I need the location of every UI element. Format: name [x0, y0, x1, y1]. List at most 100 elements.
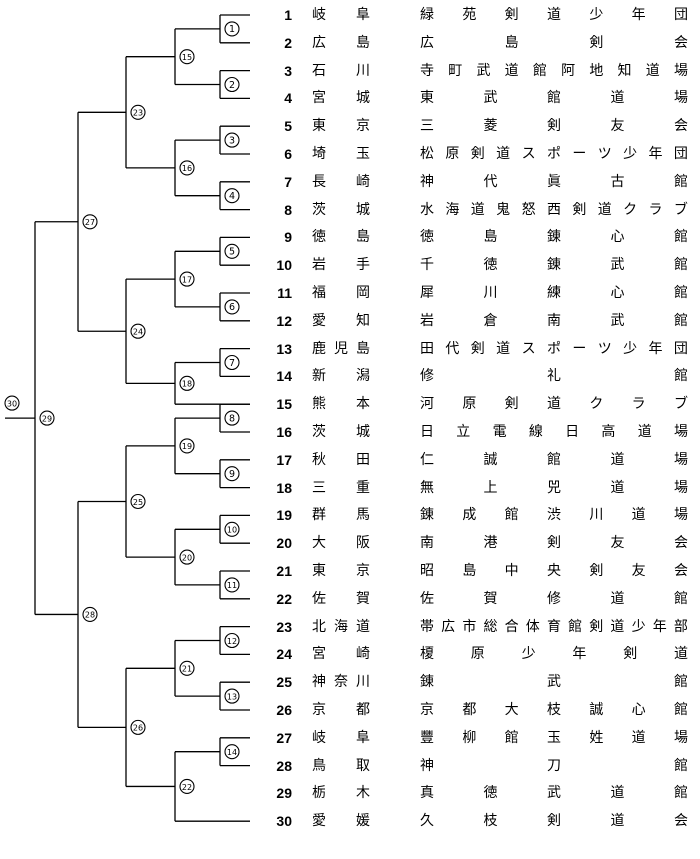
- entry-club: 南港剣友会: [420, 535, 688, 552]
- match-number: 15: [182, 53, 192, 62]
- entry-prefecture: 埼玉: [312, 146, 370, 162]
- entry-number: 28: [276, 757, 292, 774]
- entry-club: 帯広市総合体育館剣道少年部: [420, 618, 688, 635]
- match-number-badge: 8: [224, 410, 240, 426]
- entry-prefecture: 京都: [312, 702, 370, 718]
- entry-number: 2: [284, 34, 292, 51]
- match-number-badge: 3: [224, 132, 240, 148]
- entry-club: 千徳錬武館: [420, 257, 688, 274]
- entry-club: 寺町武道館阿地知道場: [420, 62, 688, 79]
- entry-club: 徳島錬心館: [420, 229, 688, 246]
- match-number: 1: [229, 24, 235, 35]
- entry-prefecture: 宮城: [312, 90, 370, 107]
- entry-club: 岩倉南武館: [420, 312, 688, 329]
- entry-club: 錬成館渋川道場: [420, 507, 688, 524]
- entry-number: 22: [276, 590, 292, 607]
- entry-number: 29: [276, 785, 292, 802]
- entry-number: 5: [284, 118, 292, 135]
- entry-row: 13 鹿児島 田代剣道スポーツ少年団: [0, 337, 700, 361]
- entry-prefecture: 岐阜: [312, 7, 370, 23]
- match-number: 24: [133, 328, 143, 337]
- entry-club: 水海道鬼怒西剣道クラブ: [420, 201, 688, 218]
- match-number: 27: [85, 218, 95, 227]
- entry-prefecture: 鹿児島: [312, 340, 370, 357]
- entry-club: 松原剣道スポーツ少年団: [420, 146, 688, 162]
- match-number-badge: 28: [82, 606, 98, 622]
- entry-club: 修礼館: [420, 368, 688, 385]
- match-number-badge: 6: [224, 299, 240, 315]
- entry-club: 久枝剣道会: [420, 813, 688, 830]
- match-number: 10: [227, 526, 237, 535]
- entry-club: 京都大枝誠心館: [420, 702, 688, 718]
- entry-number: 8: [284, 201, 292, 218]
- entry-number: 1: [284, 7, 292, 23]
- entry-number: 16: [276, 424, 292, 440]
- match-number: 14: [227, 748, 237, 757]
- match-number-badge: 19: [179, 438, 195, 454]
- entry-prefecture: 岩手: [312, 257, 370, 274]
- entry-prefecture: 福岡: [312, 285, 370, 301]
- entry-prefecture: 愛媛: [312, 813, 370, 830]
- match-number: 21: [182, 665, 192, 674]
- match-number: 25: [133, 498, 143, 507]
- entry-number: 30: [276, 813, 292, 830]
- entry-number: 24: [276, 646, 292, 663]
- entry-club: 犀川練心館: [420, 285, 688, 301]
- entry-club: 広島剣会: [420, 34, 688, 51]
- match-number: 5: [229, 247, 235, 258]
- match-number: 2: [229, 80, 235, 91]
- match-number: 9: [229, 469, 235, 480]
- match-number-badge: 11: [224, 577, 240, 593]
- match-number-badge: 5: [224, 243, 240, 259]
- entry-prefecture: 鳥取: [312, 757, 370, 774]
- entry-row: 30 愛媛 久枝剣道会: [0, 809, 700, 833]
- entry-number: 21: [276, 563, 292, 579]
- entry-club: 田代剣道スポーツ少年団: [420, 340, 688, 357]
- entry-prefecture: 石川: [312, 62, 370, 79]
- entry-row: 9 徳島 徳島錬心館: [0, 225, 700, 249]
- entry-club: 錬武館: [420, 674, 688, 691]
- entry-number: 20: [276, 535, 292, 552]
- entry-number: 26: [276, 702, 292, 718]
- match-number: 6: [229, 302, 235, 313]
- entry-prefecture: 徳島: [312, 229, 370, 246]
- entry-club: 三菱剣友会: [420, 118, 688, 135]
- match-number: 7: [229, 358, 235, 369]
- entry-number: 10: [276, 257, 292, 274]
- match-number-badge: 15: [179, 49, 195, 65]
- entry-prefecture: 群馬: [312, 507, 370, 524]
- entry-prefecture: 茨城: [312, 201, 370, 218]
- entry-club: 河原剣道クラブ: [420, 396, 688, 413]
- match-number: 30: [7, 399, 17, 408]
- entry-club: 無上兕道場: [420, 479, 688, 496]
- match-number: 4: [229, 191, 235, 202]
- entry-number: 17: [276, 451, 292, 468]
- match-number: 20: [182, 553, 192, 562]
- entry-prefecture: 長崎: [312, 173, 370, 190]
- entry-number: 6: [284, 146, 292, 162]
- entry-number: 27: [276, 729, 292, 746]
- entry-number: 15: [276, 396, 292, 413]
- match-number-badge: 18: [179, 375, 195, 391]
- entry-club: 日立電線日高道場: [420, 424, 688, 440]
- entry-number: 9: [284, 229, 292, 246]
- match-number-badge: 29: [39, 410, 55, 426]
- entry-number: 13: [276, 340, 292, 357]
- entry-club: 緑苑剣道少年団: [420, 7, 688, 23]
- match-number: 23: [133, 109, 143, 118]
- match-number: 29: [42, 414, 52, 423]
- match-number-badge: 22: [179, 778, 195, 795]
